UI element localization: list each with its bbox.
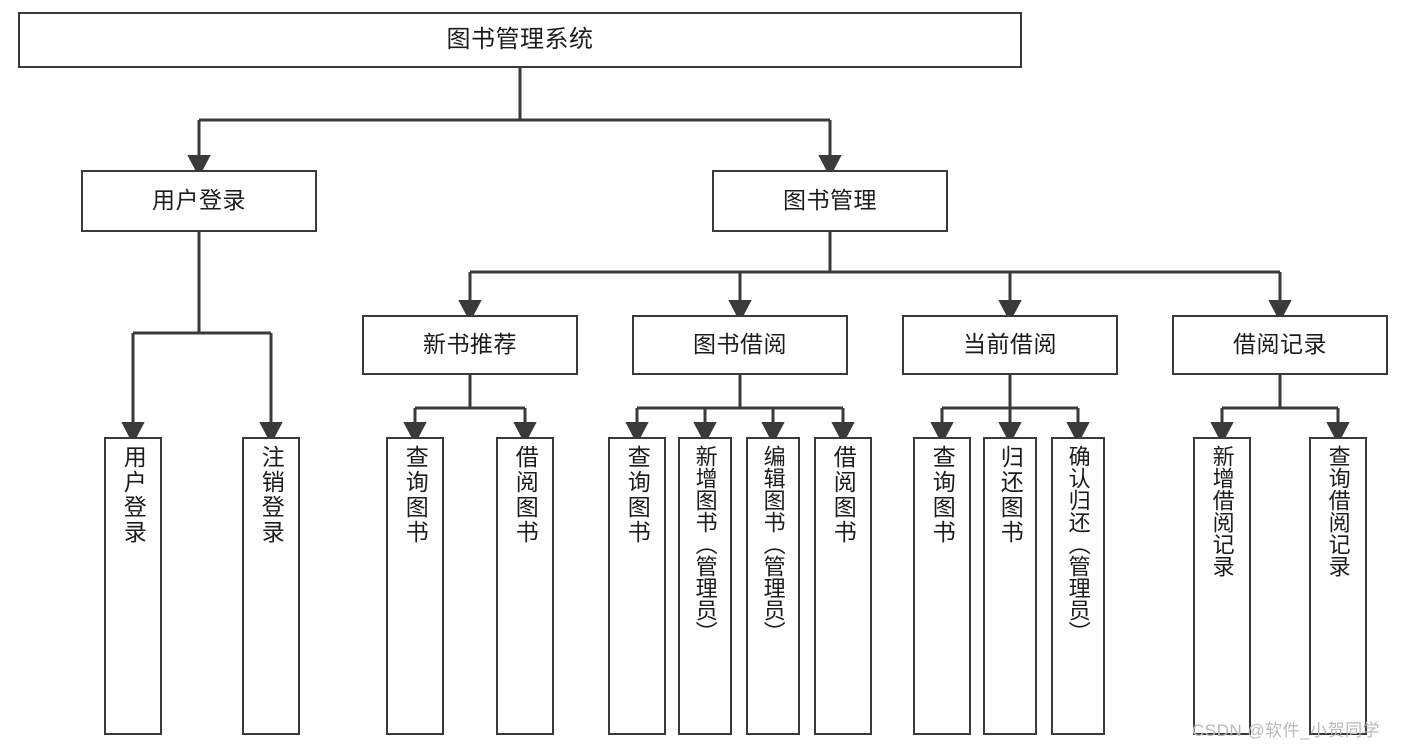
node-borrow-record[interactable]: 借阅记录 <box>1172 315 1388 375</box>
node-leaf-add-borrow-record[interactable]: 新增借阅记录 <box>1193 437 1251 735</box>
node-label: 借阅图书 <box>512 445 539 545</box>
node-label: 图书借阅 <box>693 331 787 358</box>
node-label: 新增借阅记录 <box>1209 445 1235 577</box>
node-label: 当前借阅 <box>963 331 1057 358</box>
node-label: 编辑图书（管理员） <box>760 445 786 643</box>
node-label: 新增图书（管理员） <box>692 445 718 643</box>
csdn-watermark: CSDN @软件_小贺同学 <box>1192 716 1380 741</box>
node-label: 查询图书 <box>624 445 651 545</box>
node-label: 确认归还（管理员） <box>1065 445 1091 643</box>
node-leaf-confirm-return-admin[interactable]: 确认归还（管理员） <box>1051 437 1105 735</box>
node-user-login[interactable]: 用户登录 <box>81 170 317 232</box>
node-label: 新书推荐 <box>423 331 517 358</box>
node-new-book-recommend[interactable]: 新书推荐 <box>362 315 578 375</box>
node-label: 用户登录 <box>152 187 246 214</box>
node-label: 查询图书 <box>929 445 956 545</box>
node-book-management[interactable]: 图书管理 <box>712 170 948 232</box>
node-leaf-borrow-book-recommend[interactable]: 借阅图书 <box>496 437 554 735</box>
node-label: 图书管理系统 <box>446 25 594 53</box>
node-label: 归还图书 <box>997 445 1024 545</box>
node-label: 借阅图书 <box>830 445 857 545</box>
node-leaf-user-login[interactable]: 用户登录 <box>104 437 162 735</box>
node-leaf-return-book[interactable]: 归还图书 <box>983 437 1037 735</box>
node-label: 查询借阅记录 <box>1325 445 1351 577</box>
node-label: 图书管理 <box>783 187 877 214</box>
node-leaf-add-book-admin[interactable]: 新增图书（管理员） <box>678 437 732 735</box>
node-leaf-query-book-current[interactable]: 查询图书 <box>913 437 971 735</box>
node-book-borrow[interactable]: 图书借阅 <box>632 315 848 375</box>
watermark-text: CSDN @软件_小贺同学 <box>1192 721 1381 740</box>
node-label: 查询图书 <box>402 445 429 545</box>
node-current-borrow[interactable]: 当前借阅 <box>902 315 1118 375</box>
node-label: 用户登录 <box>120 445 147 545</box>
node-root-book-management-system[interactable]: 图书管理系统 <box>18 12 1022 68</box>
node-leaf-logout[interactable]: 注销登录 <box>242 437 300 735</box>
node-leaf-edit-book-admin[interactable]: 编辑图书（管理员） <box>746 437 800 735</box>
node-label: 注销登录 <box>258 445 285 545</box>
node-leaf-query-book-recommend[interactable]: 查询图书 <box>386 437 444 735</box>
node-leaf-borrow-book[interactable]: 借阅图书 <box>814 437 872 735</box>
node-label: 借阅记录 <box>1233 331 1327 358</box>
node-leaf-query-book-borrow[interactable]: 查询图书 <box>608 437 666 735</box>
node-leaf-query-borrow-record[interactable]: 查询借阅记录 <box>1309 437 1367 735</box>
